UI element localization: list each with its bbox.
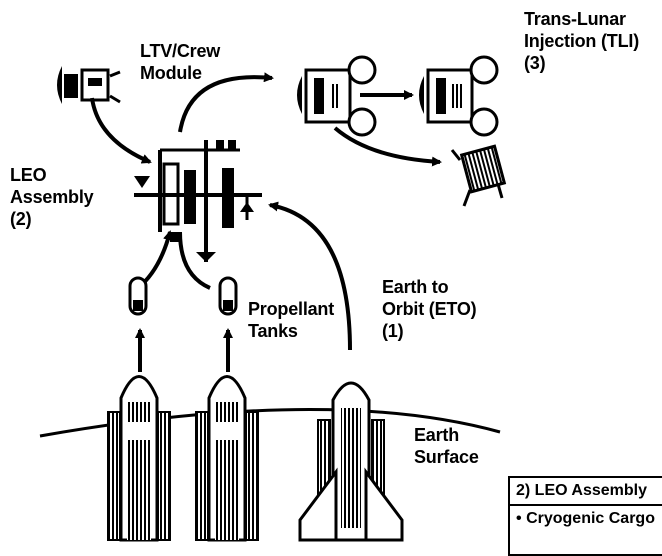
tli-line-1: Trans-Lunar bbox=[524, 8, 639, 30]
ltv-crew-module-label: LTV/Crew Module bbox=[140, 40, 220, 84]
legend-bullet: • bbox=[516, 510, 522, 527]
space-shuttle-icon bbox=[300, 383, 402, 540]
tli-label: Trans-Lunar Injection (TLI) (3) bbox=[524, 8, 639, 74]
leo-line-2: Assembly bbox=[10, 186, 93, 208]
legend-item-text: Cryogenic Cargo bbox=[526, 510, 655, 527]
legend-item: • Cryogenic Cargo bbox=[510, 508, 662, 530]
propellant-tank-2-icon bbox=[220, 278, 236, 314]
cargo-rocket-1-icon bbox=[108, 377, 170, 541]
earth-line-2: Surface bbox=[414, 446, 479, 468]
eto-line-1: Earth to bbox=[382, 276, 476, 298]
eto-line-2: Orbit (ETO) bbox=[382, 298, 476, 320]
legend-box: 2) LEO Assembly • Cryogenic Cargo bbox=[508, 476, 662, 556]
eto-label: Earth to Orbit (ETO) (1) bbox=[382, 276, 476, 342]
diagram-drawing bbox=[0, 0, 662, 543]
lander-icon bbox=[452, 146, 504, 206]
arrow-ltv-to-leo bbox=[92, 98, 150, 162]
earth-line-1: Earth bbox=[414, 424, 479, 446]
earth-surface-label: Earth Surface bbox=[414, 424, 479, 468]
propellant-line-2: Tanks bbox=[248, 320, 334, 342]
diagram-stage: LTV/Crew Module Trans-Lunar Injection (T… bbox=[0, 0, 662, 543]
ltv-crew-line-1: LTV/Crew bbox=[140, 40, 220, 62]
tli-line-2: Injection (TLI) bbox=[524, 30, 639, 52]
leo-station-icon bbox=[134, 140, 262, 262]
ltv-crew-module-icon bbox=[57, 66, 120, 104]
ltv-crew-line-2: Module bbox=[140, 62, 220, 84]
cargo-rocket-2-icon bbox=[196, 377, 258, 541]
propellant-line-1: Propellant bbox=[248, 298, 334, 320]
leo-line-3: (2) bbox=[10, 208, 93, 230]
tli-vehicle-2-icon bbox=[419, 57, 497, 135]
leo-assembly-label: LEO Assembly (2) bbox=[10, 164, 93, 230]
propellant-tanks-label: Propellant Tanks bbox=[248, 298, 334, 342]
leo-line-1: LEO bbox=[10, 164, 93, 186]
arrow-leo-to-tli bbox=[180, 77, 272, 132]
tli-line-3: (3) bbox=[524, 52, 639, 74]
arrow-tli-to-lander bbox=[335, 128, 440, 162]
legend-header: 2) LEO Assembly bbox=[510, 478, 662, 506]
propellant-tank-1-icon bbox=[130, 278, 146, 314]
eto-line-3: (1) bbox=[382, 320, 476, 342]
